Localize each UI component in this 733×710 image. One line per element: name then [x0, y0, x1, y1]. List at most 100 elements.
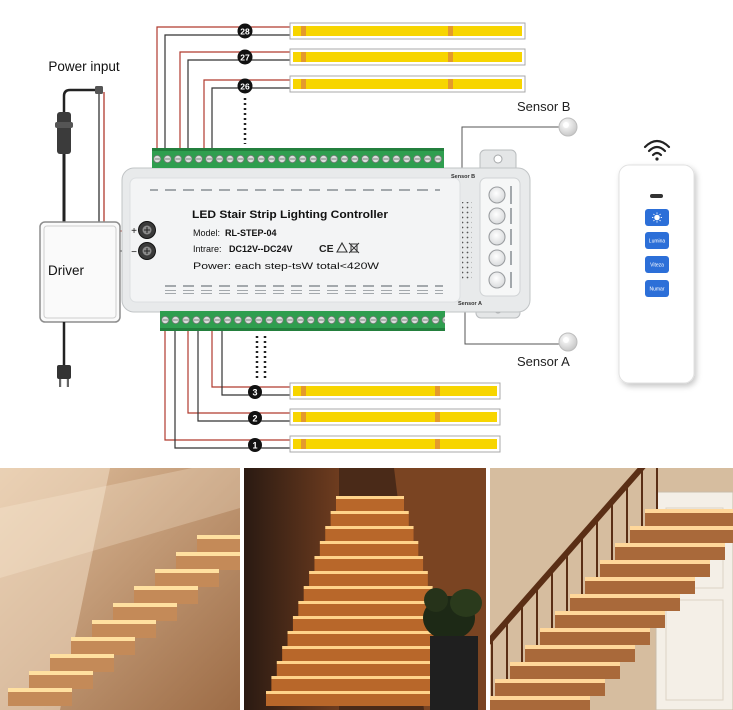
step-riser	[585, 581, 695, 594]
waste-bin-icon	[348, 242, 360, 254]
strip-number: 2	[252, 414, 257, 424]
step-light	[287, 631, 447, 634]
step-light	[615, 543, 725, 547]
sensor-b-cable	[461, 126, 559, 170]
led-strip-1	[289, 435, 501, 453]
step-riser	[282, 649, 452, 661]
controller-panel	[129, 177, 461, 303]
step-riser	[8, 692, 72, 706]
step-light	[510, 662, 620, 666]
step-light	[570, 594, 680, 598]
controller-button-1[interactable]	[488, 186, 506, 204]
strip-number: 28	[240, 26, 250, 36]
step-riser	[298, 604, 438, 616]
step-riser	[495, 683, 605, 696]
step-riser	[266, 694, 466, 706]
led-strip-28	[289, 22, 526, 40]
sensor-a-cable	[464, 312, 559, 345]
strip-number: 27	[240, 52, 250, 62]
power-adapter-cable	[55, 86, 103, 222]
step-riser	[319, 544, 419, 556]
remote-button-label: Numar	[649, 287, 664, 293]
step-riser	[336, 499, 404, 511]
step-riser	[276, 664, 457, 676]
step-riser	[600, 564, 710, 577]
step-light	[325, 526, 414, 529]
sun-icon	[652, 212, 662, 223]
sensor-a-dome	[558, 332, 578, 352]
step-riser	[555, 615, 665, 628]
led-strip-2	[289, 408, 501, 426]
step-riser	[29, 675, 93, 689]
step-riser	[330, 514, 409, 526]
sensor-b-port-label: Sensor B	[451, 174, 475, 180]
remote-button-label: Viteza	[650, 263, 664, 269]
step-riser	[570, 598, 680, 611]
step-riser	[71, 641, 135, 655]
recycle-icon	[336, 241, 348, 253]
sensor-b-dome	[558, 117, 578, 137]
button-label-marks	[510, 186, 512, 288]
photo-1-wall	[0, 468, 110, 710]
remote-button-viteza[interactable]: Viteza	[645, 256, 669, 273]
step-light	[490, 696, 590, 700]
step-riser	[645, 513, 733, 526]
strip-number-badge-26: 26	[237, 78, 253, 94]
step-riser	[197, 539, 240, 553]
step-light	[266, 691, 466, 694]
step-light	[50, 654, 114, 658]
step-light	[134, 586, 198, 590]
strip-number: 1	[252, 441, 257, 451]
negative-terminal-knob	[138, 242, 156, 260]
stair-photo-1	[0, 468, 240, 710]
terminal-block-bottom	[160, 311, 445, 331]
step-light	[155, 569, 219, 573]
step-riser	[92, 624, 156, 638]
strip-number-badge-1: 1	[248, 438, 262, 452]
strip-number-badge-27: 27	[237, 49, 253, 65]
step-riser	[490, 700, 590, 710]
remote-control	[618, 164, 695, 384]
step-light	[314, 556, 424, 559]
step-light	[176, 552, 240, 556]
step-light	[113, 603, 177, 607]
step-light	[71, 637, 135, 641]
plus-sign: +	[131, 226, 137, 237]
step-light	[555, 611, 665, 615]
led-indicator-grid	[462, 202, 472, 280]
step-light	[282, 646, 452, 649]
controller-button-2[interactable]	[488, 207, 506, 225]
step-light	[630, 526, 733, 530]
step-light	[197, 535, 240, 539]
input-label: Intrare:	[193, 244, 222, 254]
step-riser	[287, 634, 447, 646]
sensor-a-label: Sensor A	[517, 354, 570, 369]
step-light	[298, 601, 438, 604]
step-light	[645, 509, 733, 513]
step-riser	[303, 589, 433, 601]
controller-button-5[interactable]	[488, 271, 506, 289]
step-light	[303, 586, 433, 589]
remote-button-numar[interactable]: Numar	[645, 280, 669, 297]
top-strip-wires	[156, 26, 292, 148]
step-light	[585, 577, 695, 581]
step-light	[271, 676, 462, 679]
step-light	[8, 688, 72, 692]
photo-3-handrail	[490, 468, 646, 645]
step-light	[92, 620, 156, 624]
step-riser	[630, 530, 733, 543]
photo-1-steps	[8, 535, 240, 706]
step-riser	[325, 529, 414, 541]
remote-button-sun[interactable]	[645, 209, 669, 226]
bottom-continuation-dots	[255, 336, 267, 378]
controller-button-4[interactable]	[488, 249, 506, 267]
remote-button-label: Lumina	[649, 239, 666, 245]
controller-button-3[interactable]	[488, 228, 506, 246]
driver-label: Driver	[48, 263, 85, 278]
step-light	[319, 541, 419, 544]
remote-button-lumina[interactable]: Lumina	[645, 232, 669, 249]
stair-photo-2	[244, 468, 486, 710]
step-riser	[271, 679, 462, 691]
step-light	[600, 560, 710, 564]
step-light	[525, 645, 635, 649]
